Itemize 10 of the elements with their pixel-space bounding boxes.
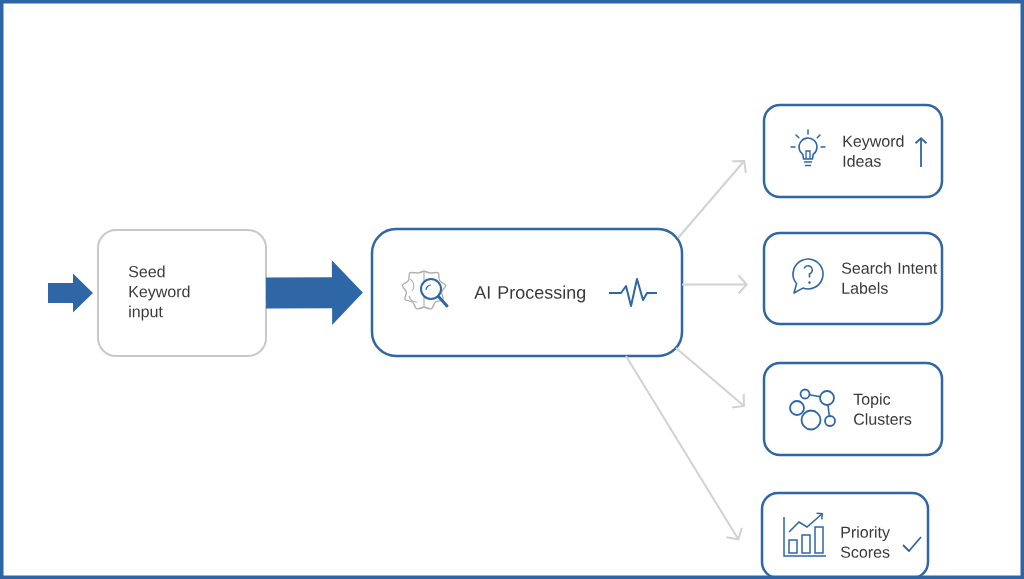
arrow (681, 274, 748, 295)
arrow (625, 355, 743, 541)
arrow (677, 160, 747, 239)
arrow (675, 347, 745, 409)
output-box: Topic Clusters (762, 361, 944, 457)
process-box: AI Processing (370, 227, 684, 358)
output-box: Search Intent Labels (762, 231, 944, 326)
output-box: Priority Scores (760, 491, 930, 579)
output-box: Keyword Ideas (762, 103, 944, 199)
input-box: Seed Keyword input (97, 229, 267, 357)
